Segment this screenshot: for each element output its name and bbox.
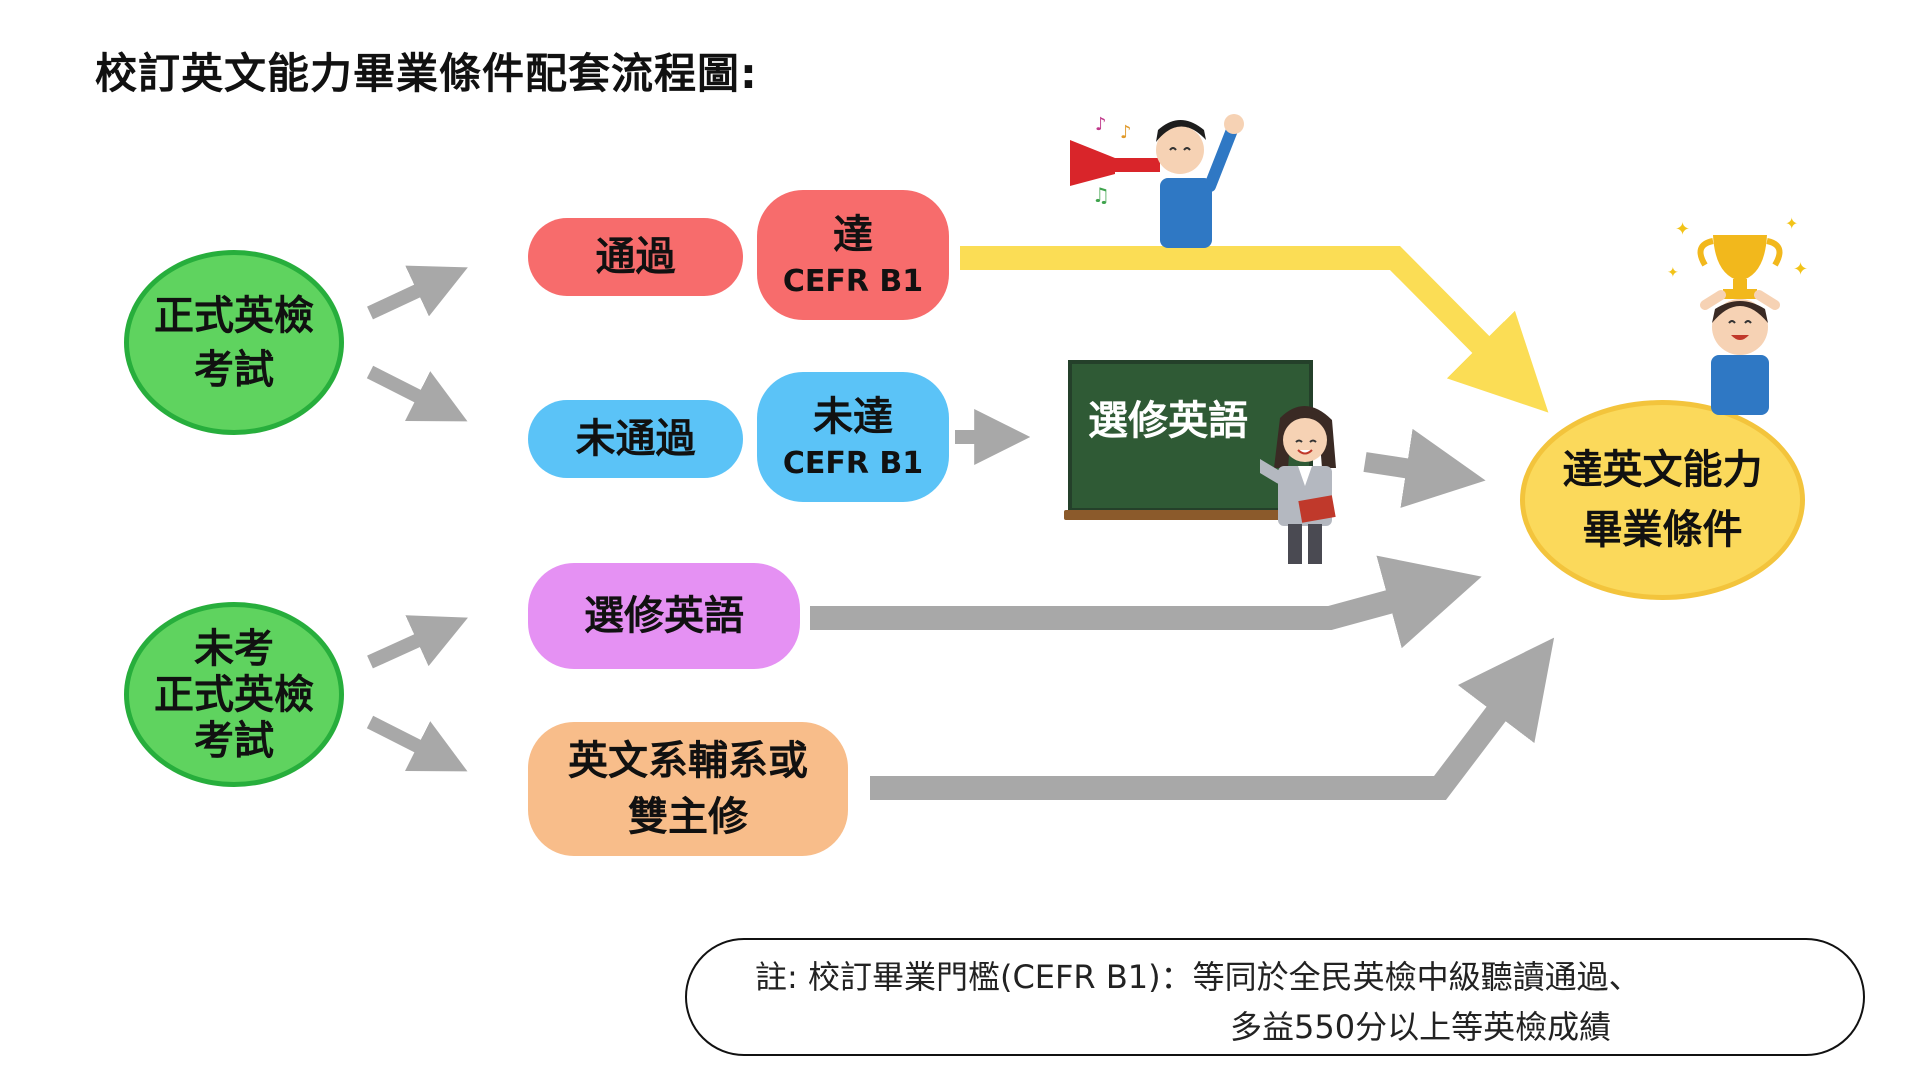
node-major: 英文系輔系或 雙主修 <box>528 722 848 856</box>
node-reach-b1-line1: 達 <box>833 211 873 258</box>
node-exam-taken-label: 正式英檢考試 <box>154 292 314 393</box>
arrow-elective-to-goal <box>810 555 1482 649</box>
node-passed-label: 通過 <box>595 234 676 280</box>
node-reach-b1: 達 CEFR B1 <box>757 190 949 320</box>
node-not-reach-b1-line2: CEFR B1 <box>782 445 924 481</box>
node-goal: 達英文能力 畢業條件 <box>1520 400 1805 600</box>
node-major-line1: 英文系輔系或 <box>568 738 808 784</box>
svg-text:♪: ♪ <box>1095 114 1107 135</box>
cheering-student-icon: ♪ ♪ ♫ <box>1070 114 1244 248</box>
note-line1: 註: 校訂畢業門檻(CEFR B1)：等同於全民英檢中級聽讀通過、 <box>755 958 1641 996</box>
node-failed: 未通過 <box>528 400 743 478</box>
node-not-reach-b1: 未達 CEFR B1 <box>757 372 949 502</box>
svg-text:✦: ✦ <box>1785 214 1798 233</box>
arrow-exam-to-passed <box>367 265 468 320</box>
arrow-board-to-goal <box>1363 428 1486 508</box>
chalkboard-illustration: 選修英語 <box>1064 360 1317 520</box>
svg-text:♪: ♪ <box>1120 122 1132 143</box>
chalkboard-ledge <box>1064 510 1317 520</box>
node-elective-label: 選修英語 <box>584 593 744 639</box>
page-title: 校訂英文能力畢業條件配套流程圖: <box>95 49 758 98</box>
node-exam-taken: 正式英檢考試 <box>124 250 344 435</box>
node-elective: 選修英語 <box>528 563 800 669</box>
note-box <box>685 938 1865 1056</box>
node-passed: 通過 <box>528 218 743 296</box>
node-exam-not-taken: 未考 正式英檢 考試 <box>124 602 344 787</box>
svg-text:✦: ✦ <box>1667 265 1679 281</box>
arrow-notexam-to-elective <box>367 615 468 669</box>
arrow-notexam-to-major <box>366 715 468 772</box>
note-line2: 多益550分以上等英檢成績 <box>1230 1008 1612 1046</box>
node-not-reach-b1-line1: 未達 <box>813 393 893 440</box>
node-exam-not-taken-line3: 考試 <box>194 717 274 764</box>
node-exam-not-taken-line1: 未考 <box>194 625 274 672</box>
node-goal-line1: 達英文能力 <box>1562 447 1763 493</box>
svg-text:✦: ✦ <box>1675 219 1690 240</box>
teacher-icon <box>1260 405 1336 564</box>
arrow-major-to-goal <box>870 637 1555 800</box>
node-major-line2: 雙主修 <box>628 794 748 840</box>
trophy-student-icon: ✦ ✦ ✦ ✦ <box>1667 214 1808 415</box>
node-reach-b1-line2: CEFR B1 <box>782 263 924 299</box>
chalkboard <box>1068 360 1313 512</box>
node-exam-not-taken-line2: 正式英檢 <box>154 671 314 718</box>
node-goal-line2: 畢業條件 <box>1582 507 1743 553</box>
svg-text:✦: ✦ <box>1793 259 1808 280</box>
arrow-reach-to-goal <box>960 246 1549 413</box>
arrow-exam-to-failed <box>366 365 468 422</box>
node-failed-label: 未通過 <box>575 416 696 462</box>
chalkboard-label: 選修英語 <box>1088 398 1248 444</box>
svg-text:♫: ♫ <box>1092 183 1110 207</box>
